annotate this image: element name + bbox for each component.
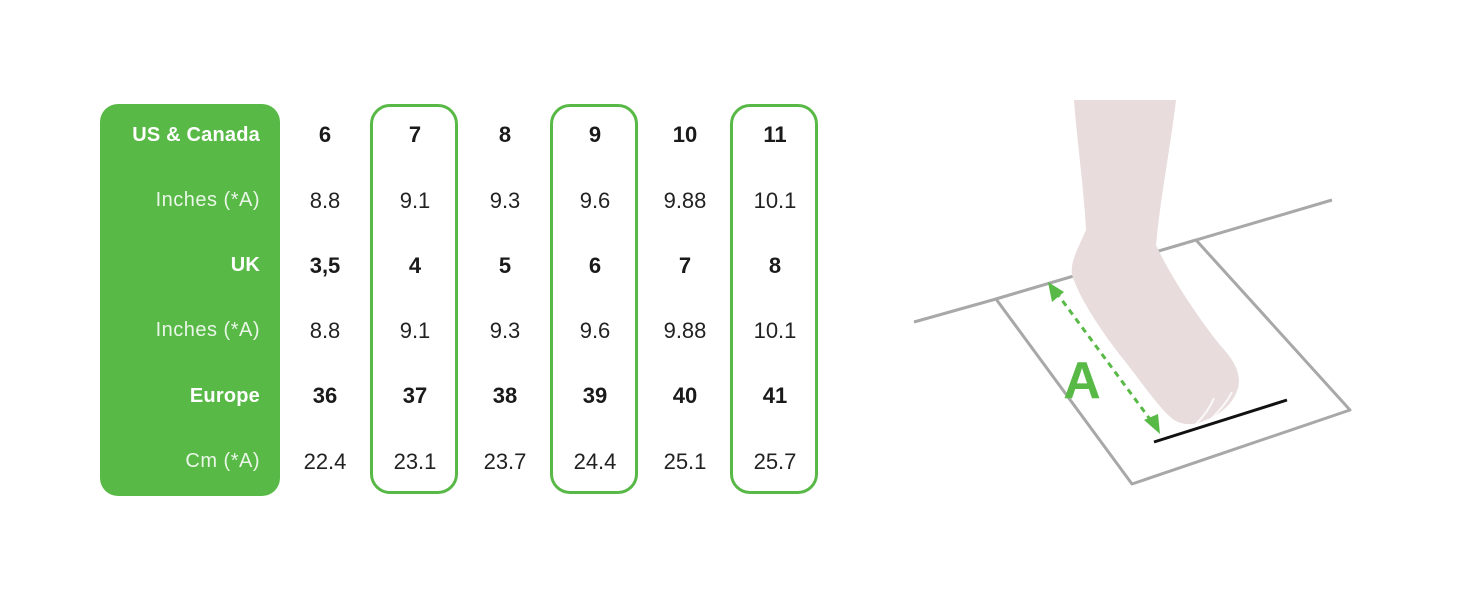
size-cell: 10 bbox=[672, 122, 698, 147]
size-cell: 5 bbox=[498, 253, 512, 278]
size-cell: 11 bbox=[763, 122, 787, 147]
toes-detail bbox=[1195, 391, 1233, 425]
row-label-inches: Inches (*A) bbox=[155, 319, 260, 341]
foot-measurement-icon: A bbox=[913, 100, 1352, 486]
row-label-cm: Cm (*A) bbox=[185, 450, 260, 472]
size-cell: 4 bbox=[408, 253, 422, 278]
row-label-europe: Europe bbox=[189, 385, 260, 407]
size-cell: 36 bbox=[312, 383, 338, 408]
row-label-us-canada: US & Canada bbox=[132, 124, 260, 146]
size-cell: 38 bbox=[492, 383, 518, 408]
size-cell: 9.1 bbox=[399, 188, 431, 213]
size-cell: 9.88 bbox=[663, 318, 707, 343]
size-cell: 6 bbox=[318, 122, 332, 147]
size-cell: 9.6 bbox=[579, 188, 611, 213]
size-cell: 8.8 bbox=[309, 318, 341, 343]
highlight-column-9 bbox=[550, 104, 638, 494]
row-label-inches: Inches (*A) bbox=[155, 189, 260, 211]
highlight-column-11 bbox=[730, 104, 818, 494]
size-cell: 37 bbox=[402, 383, 428, 408]
size-cell: 3,5 bbox=[309, 253, 341, 278]
size-cell: 8 bbox=[498, 122, 512, 147]
size-cell: 24.4 bbox=[573, 449, 617, 474]
size-cell: 9.6 bbox=[579, 318, 611, 343]
size-cell: 10.1 bbox=[753, 318, 797, 343]
size-cell: 7 bbox=[678, 253, 692, 278]
arrow-head-top bbox=[1048, 282, 1064, 302]
size-cell: 9.88 bbox=[663, 188, 707, 213]
size-label-panel bbox=[100, 104, 280, 496]
size-cell: 10.1 bbox=[753, 188, 797, 213]
size-cell: 23.1 bbox=[393, 449, 437, 474]
size-cell: 8.8 bbox=[309, 188, 341, 213]
highlight-column-7 bbox=[370, 104, 458, 494]
measure-arrow bbox=[1054, 291, 1154, 423]
toe-baseline bbox=[1153, 398, 1288, 444]
measure-label: A bbox=[1063, 352, 1101, 410]
size-cell: 7 bbox=[408, 122, 422, 147]
size-cell: 8 bbox=[768, 253, 782, 278]
size-cell: 23.7 bbox=[483, 449, 527, 474]
size-cell: 9.3 bbox=[489, 188, 521, 213]
row-label-uk: UK bbox=[230, 254, 260, 276]
size-cell: 40 bbox=[672, 383, 698, 408]
size-cell: 22.4 bbox=[303, 449, 347, 474]
size-cell: 41 bbox=[762, 383, 788, 408]
size-cell: 25.1 bbox=[663, 449, 707, 474]
foot-shape bbox=[1071, 100, 1239, 425]
size-cell: 9.1 bbox=[399, 318, 431, 343]
arrow-head-bottom bbox=[1144, 414, 1160, 434]
size-cell: 6 bbox=[588, 253, 602, 278]
size-cell: 25.7 bbox=[753, 449, 797, 474]
size-cell: 9.3 bbox=[489, 318, 521, 343]
size-cell: 9 bbox=[588, 122, 602, 147]
size-cell: 39 bbox=[582, 383, 608, 408]
